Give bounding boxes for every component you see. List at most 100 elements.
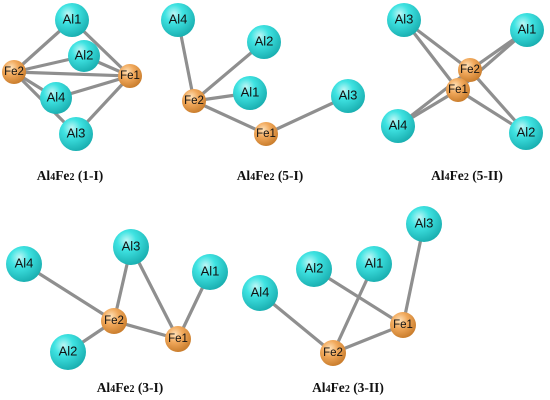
iron-atom-sphere xyxy=(182,89,206,113)
atom-al3: Al3 xyxy=(387,3,421,37)
atom-fe1: Fe1 xyxy=(165,326,191,352)
atom-al4: Al4 xyxy=(242,275,278,311)
aluminium-atom-sphere xyxy=(406,206,442,242)
atom-label: Al3 xyxy=(339,87,358,102)
atom-al3: Al3 xyxy=(113,229,149,265)
aluminium-atom-sphere xyxy=(356,246,392,282)
atom-label: Al2 xyxy=(517,124,536,139)
atom-fe1: Fe1 xyxy=(254,122,278,146)
atom-al4: Al4 xyxy=(381,109,415,143)
atom-label: Fe2 xyxy=(104,315,124,327)
atom-al1: Al1 xyxy=(55,3,89,37)
aluminium-atom-sphere xyxy=(6,246,42,282)
iron-atom-sphere xyxy=(320,340,346,366)
atom-label: Al3 xyxy=(67,125,86,140)
aluminium-atom-sphere xyxy=(68,40,100,72)
atom-fe2: Fe2 xyxy=(458,58,482,82)
atom-fe1: Fe1 xyxy=(390,312,416,338)
atom-label: Al1 xyxy=(201,263,220,278)
aluminium-atom-sphere xyxy=(192,254,228,290)
atom-al1: Al1 xyxy=(192,254,228,290)
structure-3-I: Al4 Al3 Al1 Fe2 Al2 Fe1 Al4Fe2 (3-I) xyxy=(6,229,228,395)
atom-label: Fe1 xyxy=(168,333,188,345)
atom-al4: Al4 xyxy=(6,246,42,282)
aluminium-atom-sphere xyxy=(247,25,281,59)
atom-label: Fe2 xyxy=(323,347,343,359)
iron-atom-sphere xyxy=(2,60,26,84)
iron-atom-sphere xyxy=(254,122,278,146)
aluminium-atom-sphere xyxy=(509,116,543,150)
atom-label: Fe2 xyxy=(4,66,24,78)
structure-caption: Al4Fe2 (3-I) xyxy=(97,380,164,395)
atom-label: Al4 xyxy=(169,11,188,26)
atom-label: Al1 xyxy=(63,11,82,26)
iron-atom-sphere xyxy=(390,312,416,338)
iron-atom-sphere xyxy=(165,326,191,352)
atom-label: Fe1 xyxy=(448,84,468,96)
iron-atom-sphere xyxy=(101,308,127,334)
atom-label: Fe1 xyxy=(120,70,140,82)
bonds xyxy=(12,18,132,136)
atom-label: Al3 xyxy=(395,11,414,26)
atom-al2: Al2 xyxy=(509,116,543,150)
atom-fe1: Fe1 xyxy=(118,64,142,88)
atom-label: Al1 xyxy=(365,255,384,270)
structure-caption: Al4Fe2 (5-I) xyxy=(237,168,304,183)
structure-3-II: Al3 Al2 Al1 Al4 Fe1 Fe2 Al4Fe2 (3-II) xyxy=(242,206,442,395)
aluminium-atom-sphere xyxy=(55,3,89,37)
atom-al3: Al3 xyxy=(406,206,442,242)
aluminium-atom-sphere xyxy=(510,13,544,47)
atom-fe2: Fe2 xyxy=(182,89,206,113)
atom-label: Al1 xyxy=(241,84,260,99)
aluminium-atom-sphere xyxy=(113,229,149,265)
aluminium-atom-sphere xyxy=(50,334,86,370)
atom-label: Al4 xyxy=(15,255,34,270)
aluminium-atom-sphere xyxy=(296,251,332,287)
structure-caption: Al4Fe2 (1-I) xyxy=(37,168,104,183)
aluminium-atom-sphere xyxy=(381,109,415,143)
iron-atom-sphere xyxy=(446,78,470,102)
atom-al2: Al2 xyxy=(247,25,281,59)
atom-label: Al2 xyxy=(305,260,324,275)
atom-fe2: Fe2 xyxy=(101,308,127,334)
bond-fe2-fe1 xyxy=(192,99,268,136)
bond-fe2-fe1 xyxy=(12,70,132,78)
atom-al3: Al3 xyxy=(59,117,93,151)
structure-caption: Al4Fe2 (3-II) xyxy=(312,380,384,395)
atom-label: Al4 xyxy=(47,89,66,104)
structure-caption: Al4Fe2 (5-II) xyxy=(431,168,503,183)
atom-label: Fe2 xyxy=(184,95,204,107)
atom-al4: Al4 xyxy=(161,3,195,37)
structure-5-I: Al4 Al2 Fe2 Al1 Al3 Fe1 Al4Fe2 (5-I) xyxy=(161,3,365,183)
aluminium-atom-sphere xyxy=(387,3,421,37)
atom-fe2: Fe2 xyxy=(320,340,346,366)
aluminium-atom-sphere xyxy=(40,82,72,114)
atom-label: Al1 xyxy=(518,21,537,36)
atom-al2: Al2 xyxy=(50,334,86,370)
atom-label: Al4 xyxy=(251,284,270,299)
atom-label: Fe2 xyxy=(460,64,480,76)
atom-label: Al3 xyxy=(122,238,141,253)
aluminium-atom-sphere xyxy=(161,3,195,37)
atom-label: Al2 xyxy=(59,343,78,358)
atom-fe1: Fe1 xyxy=(446,78,470,102)
atom-al2: Al2 xyxy=(68,40,100,72)
iron-atom-sphere xyxy=(458,58,482,82)
atom-label: Al3 xyxy=(415,215,434,230)
atom-al3: Al3 xyxy=(331,79,365,113)
atom-al1: Al1 xyxy=(233,76,267,110)
atom-label: Al2 xyxy=(75,47,94,62)
structure-5-II: Al3 Al1 Fe2 Fe1 Al4 Al2 Al4Fe2 (5-II) xyxy=(381,3,544,183)
atom-label: Al2 xyxy=(255,33,274,48)
atom-al4: Al4 xyxy=(40,82,72,114)
iron-atom-sphere xyxy=(118,64,142,88)
aluminium-atom-sphere xyxy=(233,76,267,110)
aluminium-atom-sphere xyxy=(331,79,365,113)
atom-al1: Al1 xyxy=(510,13,544,47)
structure-1-I: Al1 Al2 Fe2 Fe1 Al4 Al3 Al4Fe2 (1-I) xyxy=(2,3,142,183)
atom-label: Fe1 xyxy=(256,128,276,140)
atom-al1: Al1 xyxy=(356,246,392,282)
aluminium-atom-sphere xyxy=(59,117,93,151)
atom-label: Al4 xyxy=(389,117,408,132)
